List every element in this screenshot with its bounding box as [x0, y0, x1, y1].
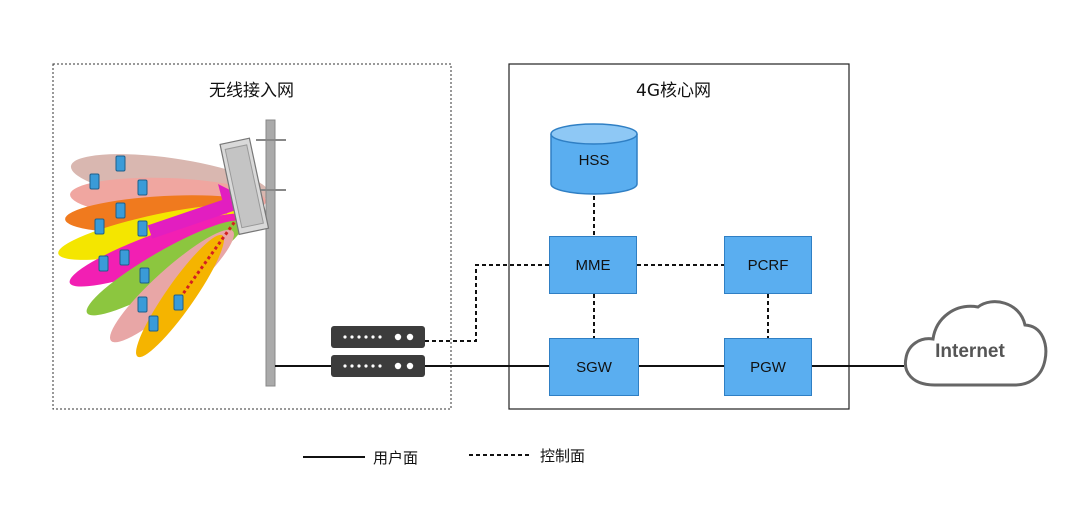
- core-title: 4G核心网: [636, 81, 711, 101]
- core-boundary: [508, 63, 850, 410]
- network-devices: [331, 326, 425, 377]
- sgw-node: SGW: [549, 338, 639, 396]
- pcrf-node: PCRF: [724, 236, 812, 294]
- ran-title: 无线接入网: [209, 81, 294, 101]
- mme-node: MME: [549, 236, 637, 294]
- internet-cloud: [903, 300, 1048, 387]
- internet-label: Internet: [935, 341, 1005, 362]
- ran-boundary: [52, 63, 452, 410]
- mobile-phones: [89, 155, 184, 332]
- base-station-tower: [219, 119, 286, 387]
- hss-database: [550, 123, 638, 195]
- legend-user-plane: 用户面: [373, 449, 419, 467]
- legend-control-plane: 控制面: [540, 447, 586, 465]
- control-plane-links: [425, 196, 769, 342]
- pgw-node: PGW: [724, 338, 812, 396]
- hss-label: HSS: [578, 152, 610, 169]
